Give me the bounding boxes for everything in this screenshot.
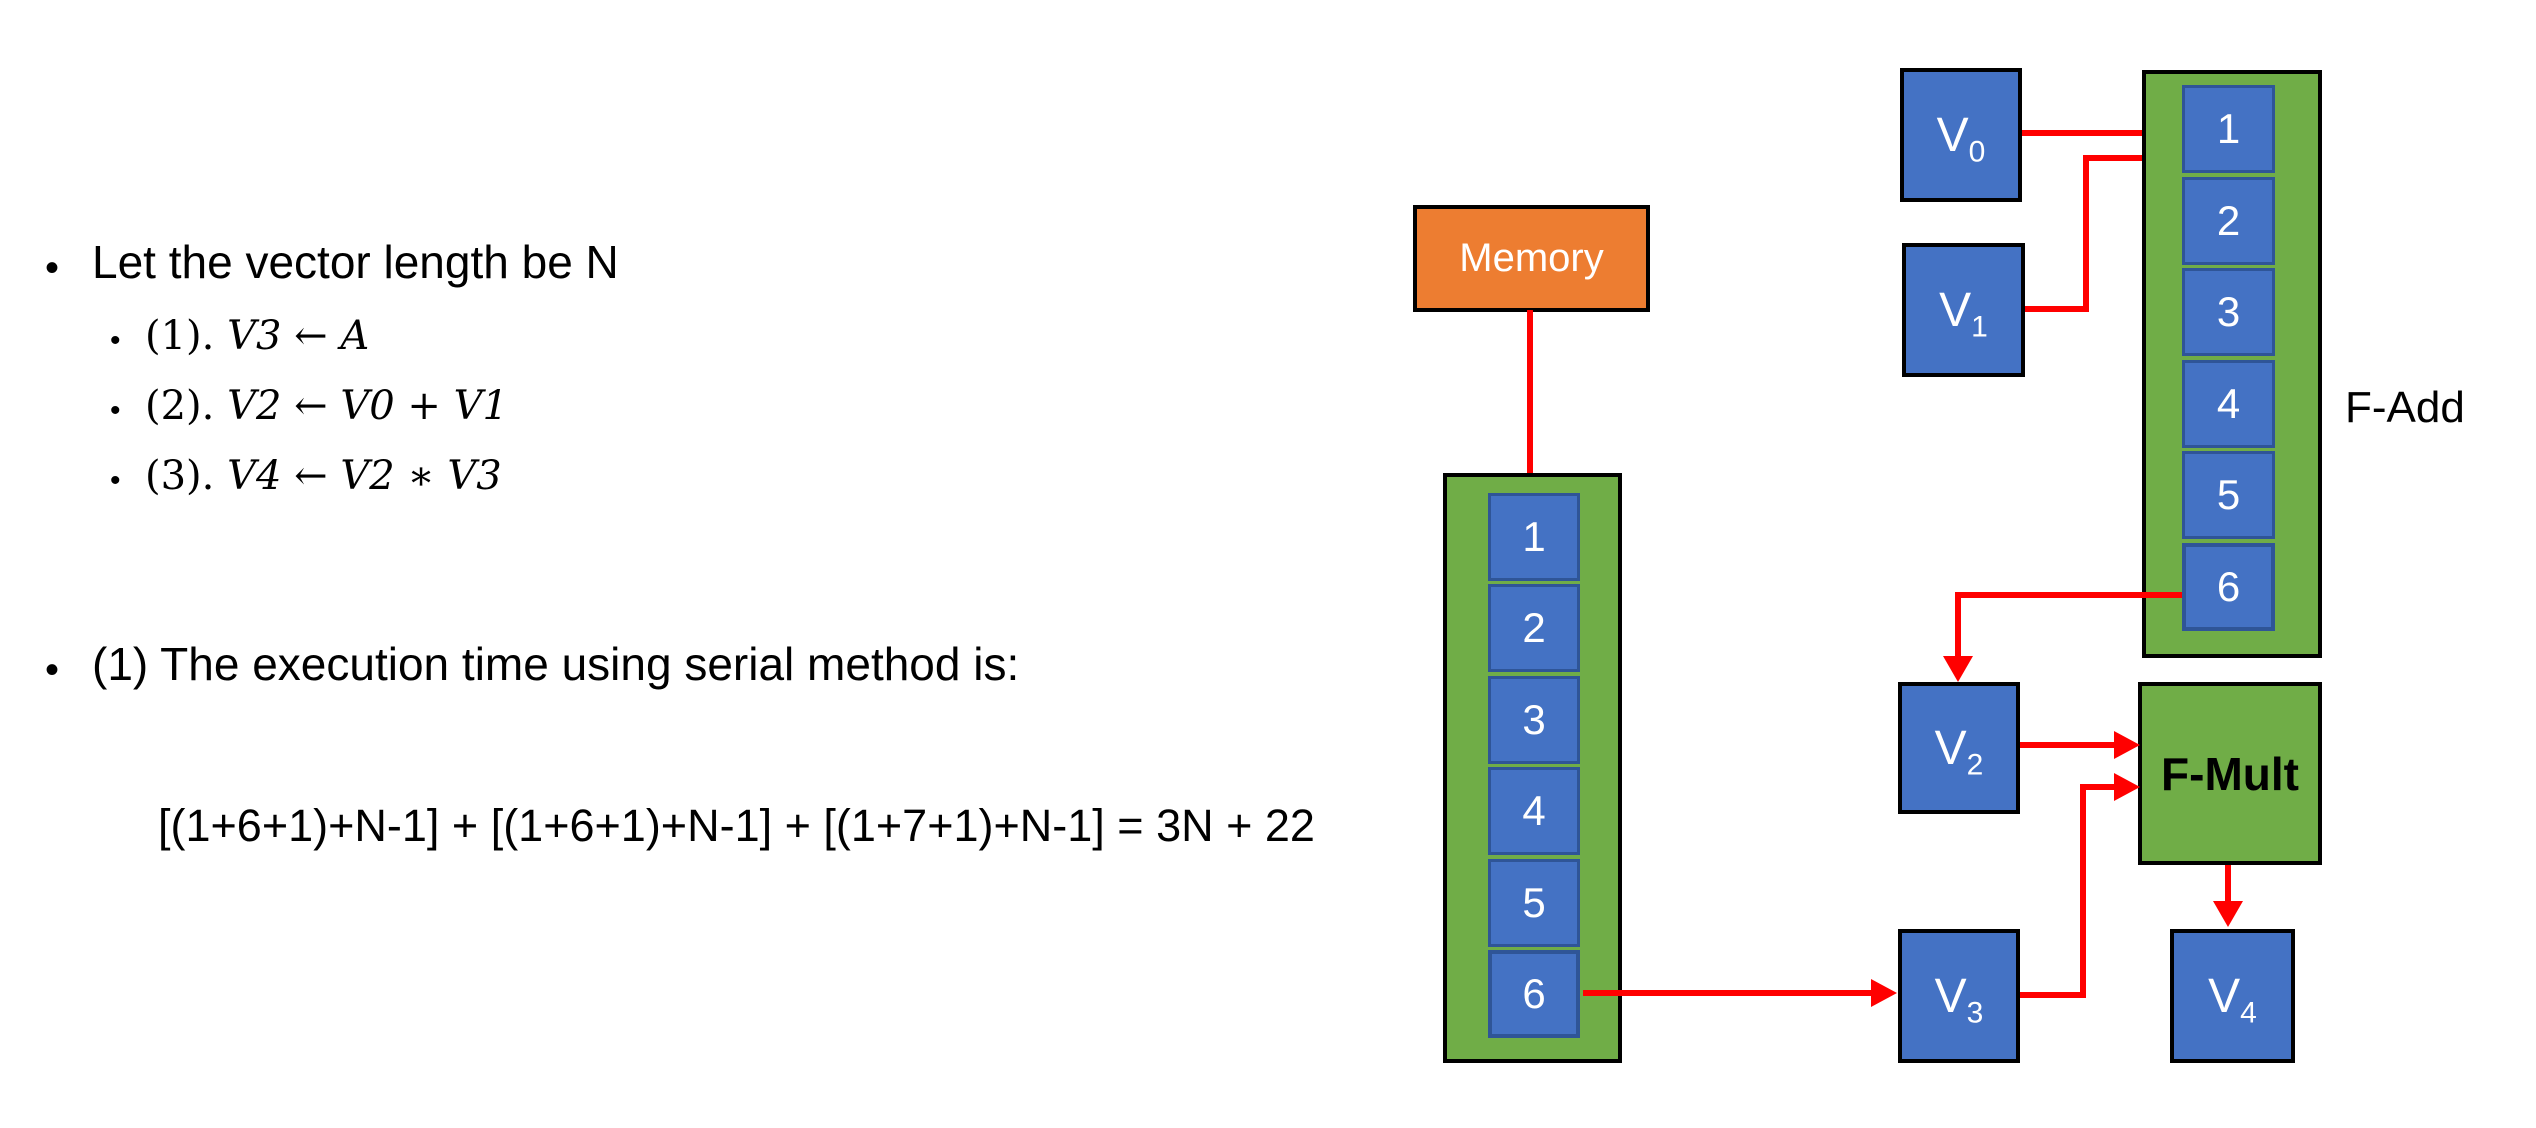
fmult-label: F-Mult: [2161, 747, 2299, 800]
register-subscript: 0: [1968, 135, 1986, 169]
register-base: V: [1936, 108, 1969, 162]
sub-bullet-1: (1). V3 ← A: [145, 314, 369, 358]
arrow-fmult-to-v4: [2225, 865, 2231, 901]
register-subscript: 1: [1971, 310, 1988, 344]
pipeline-cell: 3: [2182, 268, 2275, 356]
arrowhead-right-icon: [1871, 979, 1897, 1007]
arrow-v1-to-fadd: [2089, 155, 2153, 161]
arrow-fadd-to-v2: [1955, 592, 2182, 598]
pipeline-cell: 1: [1488, 493, 1580, 581]
memory-box: Memory: [1413, 205, 1650, 312]
arrowhead-down-icon: [1943, 656, 1973, 682]
sub-bullet-2: (2). V2 ← V0 + V1: [145, 384, 508, 428]
bullet-dot: •: [110, 324, 121, 357]
register-label: V0: [1936, 108, 1986, 167]
bullet-dot: •: [45, 246, 60, 290]
register-subscript: 2: [1966, 748, 1984, 782]
math-expression: V4 ← V2 ∗ V3: [227, 453, 502, 499]
math-expression: V2 ← V0 + V1: [227, 383, 508, 429]
sub-bullet-3: (3). V4 ← V2 ∗ V3: [145, 454, 502, 498]
bullet-main-2: (1) The execution time using serial meth…: [92, 638, 1020, 690]
register-label: V3: [1934, 969, 1984, 1028]
register-v3: V3: [1898, 929, 2020, 1063]
pipeline-cell: 6: [2182, 543, 2275, 631]
register-base: V: [1934, 721, 1967, 775]
register-v1: V1: [1902, 243, 2025, 377]
register-v0: V0: [1900, 68, 2022, 202]
arrowhead-down-icon: [2213, 901, 2243, 927]
arrow-v1-to-fadd: [2025, 306, 2089, 312]
arrow-v3-to-fmult: [2020, 992, 2086, 998]
register-label: V4: [2208, 969, 2257, 1028]
register-base: V: [2208, 969, 2241, 1023]
arrow-fadd-to-v2: [1955, 592, 1961, 656]
register-v4: V4: [2170, 929, 2295, 1063]
sub-bullet-prefix: (3).: [145, 453, 215, 499]
arrow-v0-to-fadd: [2022, 130, 2154, 136]
bullet-main-1: Let the vector length be N: [92, 236, 619, 288]
fmult-box: F-Mult: [2138, 682, 2322, 865]
register-subscript: 3: [1966, 996, 1984, 1030]
math-expression: V3 ← A: [227, 313, 370, 359]
fadd-pipeline: 1 2 3 4 5 6: [2142, 70, 2322, 658]
arrow-v3-to-fmult: [2086, 784, 2114, 790]
execution-time-formula: [(1+6+1)+N-1] + [(1+6+1)+N-1] + [(1+7+1)…: [158, 800, 1315, 851]
register-subscript: 4: [2240, 996, 2257, 1030]
pipeline-cell: 3: [1488, 676, 1580, 764]
memory-label: Memory: [1459, 236, 1604, 280]
register-label: V1: [1939, 283, 1988, 342]
fadd-label: F-Add: [2345, 383, 2465, 432]
arrow-memory-to-pipeline: [1527, 310, 1533, 494]
arrow-v1-to-fadd: [2083, 155, 2089, 312]
register-v2: V2: [1898, 682, 2020, 814]
sub-bullet-prefix: (1).: [145, 313, 215, 359]
register-base: V: [1934, 969, 1967, 1023]
arrow-v3-to-fmult: [2080, 784, 2086, 998]
register-label: V2: [1934, 721, 1984, 780]
memory-pipeline: 1 2 3 4 5 6: [1443, 473, 1622, 1063]
pipeline-cell: 2: [1488, 584, 1580, 672]
arrow-v2-to-fmult: [2020, 742, 2114, 748]
bullet-dot: •: [45, 648, 60, 692]
pipeline-cell: 5: [1488, 859, 1580, 947]
register-base: V: [1939, 283, 1972, 337]
pipeline-cell: 6: [1488, 950, 1580, 1038]
pipeline-cell: 4: [1488, 767, 1580, 855]
pipeline-cell: 5: [2182, 451, 2275, 539]
bullet-dot: •: [110, 464, 121, 497]
pipeline-cell: 4: [2182, 360, 2275, 448]
pipeline-cell: 2: [2182, 177, 2275, 265]
arrowhead-right-icon: [2114, 773, 2140, 801]
arrowhead-right-icon: [2114, 731, 2140, 759]
sub-bullet-prefix: (2).: [145, 383, 215, 429]
pipeline-cell: 1: [2182, 85, 2275, 173]
bullet-dot: •: [110, 394, 121, 427]
arrow-pipeline-to-v3: [1583, 990, 1873, 996]
